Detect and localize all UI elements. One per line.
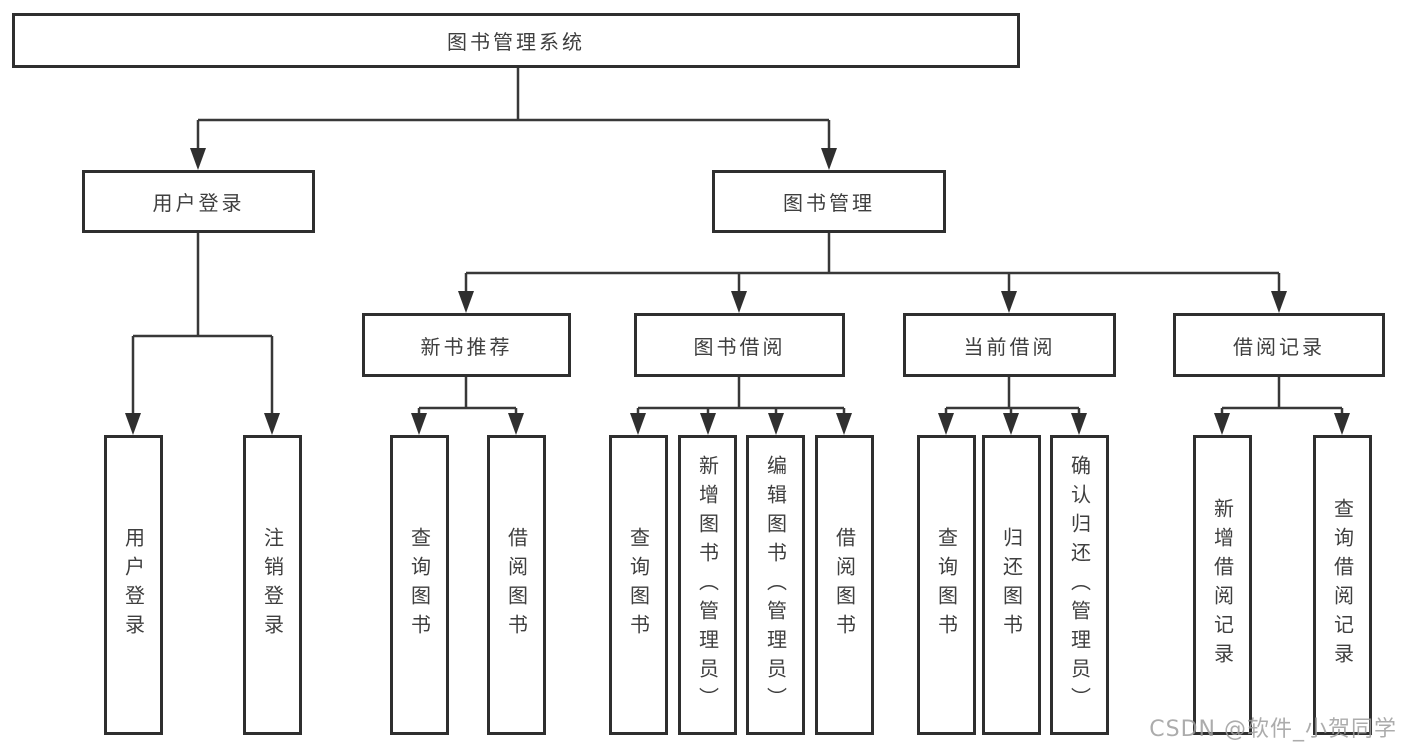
- leaf-logout: 注销登录: [243, 435, 302, 735]
- node-label: 新书推荐: [420, 334, 513, 359]
- leaf-label: 注销登录: [260, 527, 285, 643]
- node-root-system: 图书管理系统: [12, 13, 1020, 68]
- arrowhead-icon: [938, 413, 954, 435]
- leaf-query-borrow-record: 查询借阅记录: [1313, 435, 1372, 735]
- watermark: CSDN @软件_小贺同学: [1149, 717, 1397, 742]
- leaf-query-book-borrow: 查询图书: [609, 435, 668, 735]
- leaf-label: 用户登录: [121, 527, 146, 643]
- connector-line: [196, 68, 831, 152]
- arrowhead-icon: [125, 413, 141, 435]
- node-label: 借阅记录: [1233, 334, 1325, 359]
- node-label: 当前借阅: [963, 334, 1056, 359]
- arrowhead-icon: [821, 148, 837, 170]
- arrowhead-icon: [1003, 413, 1019, 435]
- arrowhead-icon: [1334, 413, 1350, 435]
- leaf-query-book-current: 查询图书: [917, 435, 976, 735]
- leaf-label: 借阅图书: [504, 527, 529, 643]
- leaf-label: 新增借阅记录: [1210, 498, 1235, 672]
- arrowhead-icon: [700, 413, 716, 435]
- node-label: 图书借阅: [693, 334, 786, 359]
- leaf-edit-book-admin: 编辑图书（管理员）: [746, 435, 805, 735]
- arrowhead-icon: [1001, 291, 1017, 313]
- arrowhead-icon: [836, 413, 852, 435]
- leaf-borrow-book-recommend: 借阅图书: [487, 435, 546, 735]
- leaf-add-borrow-record: 新增借阅记录: [1193, 435, 1252, 735]
- node-label: 图书管理: [783, 191, 875, 215]
- leaf-borrow-book: 借阅图书: [815, 435, 874, 735]
- leaf-confirm-return-admin: 确认归还（管理员）: [1050, 435, 1109, 735]
- arrowhead-icon: [1271, 291, 1287, 313]
- arrowhead-icon: [458, 291, 474, 313]
- leaf-user-login: 用户登录: [104, 435, 163, 735]
- arrowhead-icon: [1071, 413, 1087, 435]
- leaf-return-book: 归还图书: [982, 435, 1041, 735]
- node-label: 用户登录: [152, 191, 245, 215]
- leaf-label: 查询图书: [934, 527, 959, 643]
- leaf-label: 查询借阅记录: [1330, 498, 1355, 672]
- arrowhead-icon: [731, 291, 747, 313]
- leaf-label: 确认归还（管理员）: [1067, 454, 1092, 716]
- arrowhead-icon: [768, 413, 784, 435]
- node-book-management: 图书管理: [712, 170, 946, 233]
- leaf-label: 借阅图书: [832, 527, 857, 643]
- arrowhead-icon: [630, 413, 646, 435]
- node-new-book-recommend: 新书推荐: [362, 313, 571, 377]
- connector-line: [944, 377, 1081, 418]
- leaf-add-book-admin: 新增图书（管理员）: [678, 435, 737, 735]
- arrowhead-icon: [411, 413, 427, 435]
- leaf-label: 新增图书（管理员）: [695, 454, 720, 716]
- arrowhead-icon: [508, 413, 524, 435]
- leaf-label: 归还图书: [999, 527, 1024, 643]
- leaf-label: 查询图书: [407, 527, 432, 643]
- node-book-borrow: 图书借阅: [634, 313, 845, 377]
- node-borrow-records: 借阅记录: [1173, 313, 1385, 377]
- connector-line: [464, 233, 1281, 295]
- arrowhead-icon: [264, 413, 280, 435]
- arrowhead-icon: [1214, 413, 1230, 435]
- arrowhead-icon: [190, 148, 206, 170]
- connector-line: [1220, 377, 1344, 418]
- leaf-query-book-recommend: 查询图书: [390, 435, 449, 735]
- connector-line: [131, 233, 274, 418]
- leaf-label: 编辑图书（管理员）: [763, 454, 788, 716]
- leaf-label: 查询图书: [626, 527, 651, 643]
- node-user-login: 用户登录: [82, 170, 315, 233]
- node-current-borrow: 当前借阅: [903, 313, 1116, 377]
- connector-line: [636, 377, 846, 418]
- connector-line: [417, 377, 518, 418]
- node-label: 图书管理系统: [447, 30, 585, 54]
